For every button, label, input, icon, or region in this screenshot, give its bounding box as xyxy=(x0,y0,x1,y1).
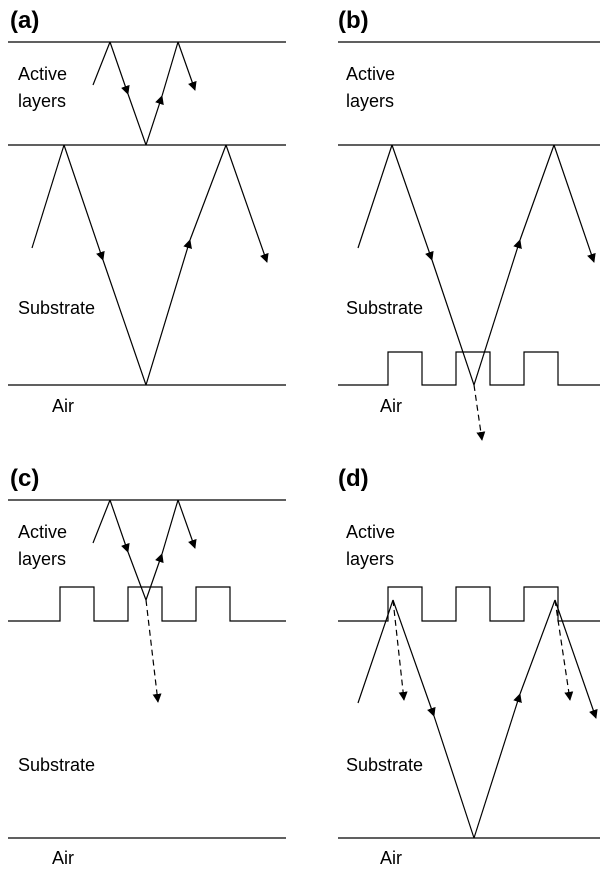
ray-arrow xyxy=(554,599,598,719)
active-layers-label-line1: Active xyxy=(18,64,67,84)
ray-segment xyxy=(189,144,227,241)
air-label: Air xyxy=(380,396,402,416)
active-layers-label-line1: Active xyxy=(346,522,395,542)
active-layers-label-line1: Active xyxy=(18,522,67,542)
ray-arrow xyxy=(392,599,436,717)
ray-arrow xyxy=(473,693,522,839)
panel-c: (c) Active layers Substrate Air xyxy=(8,465,286,868)
substrate-label: Substrate xyxy=(18,755,95,775)
active-layers-label-line2: layers xyxy=(18,91,66,111)
panel-a: (a) Active layers Substrate Air xyxy=(8,7,286,416)
grating-substrate-air xyxy=(338,351,600,386)
active-layers-label-line2: layers xyxy=(346,549,394,569)
ray-arrow xyxy=(553,144,596,263)
ray-arrow xyxy=(177,41,197,91)
ray-segment xyxy=(431,259,475,386)
air-label: Air xyxy=(52,396,74,416)
ray-arrow xyxy=(109,499,130,553)
active-layers-label-line2: layers xyxy=(346,91,394,111)
ray-segment xyxy=(31,144,65,249)
panel-d: (d) Active layers Substrate Air xyxy=(338,465,600,868)
active-layers-label-line1: Active xyxy=(346,64,395,84)
ray-arrow xyxy=(473,239,522,386)
ray-segment xyxy=(357,144,393,249)
substrate-label: Substrate xyxy=(18,298,95,318)
ray-segment xyxy=(519,599,556,695)
ray-arrow xyxy=(177,499,197,549)
ray-arrow xyxy=(225,144,269,263)
ray-arrow xyxy=(63,144,105,261)
diffracted-ray-arrow xyxy=(473,384,486,441)
panel-label: (c) xyxy=(10,465,39,492)
grating-active-substrate xyxy=(8,586,286,622)
diffracted-ray-arrow xyxy=(145,599,162,703)
air-label: Air xyxy=(52,848,74,868)
ray-segment xyxy=(127,551,147,601)
ray-arrow xyxy=(145,239,192,386)
diffracted-ray-arrow xyxy=(392,599,408,701)
ray-arrow xyxy=(391,144,434,261)
ray-segment xyxy=(161,499,179,555)
ray-arrow xyxy=(145,95,164,146)
air-label: Air xyxy=(380,848,402,868)
ray-arrow xyxy=(109,41,130,95)
active-layers-label-line2: layers xyxy=(18,549,66,569)
panel-label: (d) xyxy=(338,465,369,492)
ray-segment xyxy=(161,41,179,97)
substrate-label: Substrate xyxy=(346,298,423,318)
panel-label: (b) xyxy=(338,7,369,34)
panel-b: (b) Active layers Substrate Air xyxy=(338,7,600,441)
substrate-label: Substrate xyxy=(346,755,423,775)
ray-arrow xyxy=(145,553,164,601)
diffracted-ray-arrow xyxy=(554,599,574,701)
ray-segment xyxy=(92,499,111,544)
ray-segment xyxy=(102,259,147,386)
ray-segment xyxy=(92,41,111,86)
ray-segment xyxy=(127,93,147,146)
ray-segment xyxy=(519,144,555,241)
grating-active-substrate xyxy=(338,586,600,622)
ray-segment xyxy=(357,599,394,704)
ray-segment xyxy=(433,715,475,839)
panel-label: (a) xyxy=(10,7,39,34)
